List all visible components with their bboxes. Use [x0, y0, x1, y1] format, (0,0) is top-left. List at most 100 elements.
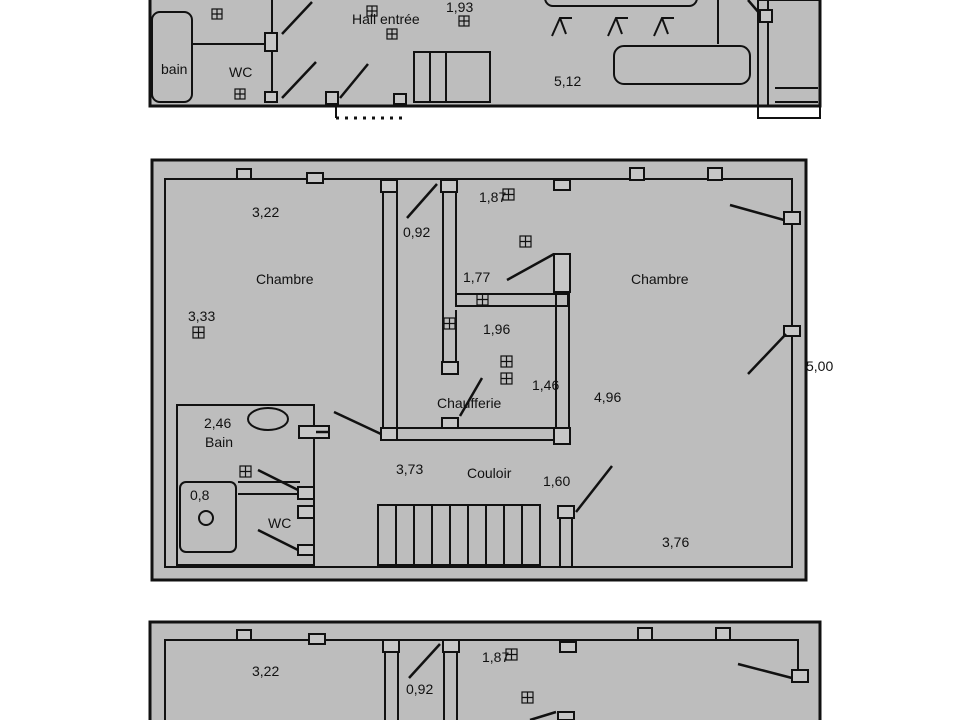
dimension-label: 1,87 [479, 189, 506, 205]
wall-post [382, 639, 400, 653]
wall-post [297, 544, 315, 556]
wall-post [553, 179, 571, 191]
door-swing [747, 0, 761, 15]
stair-landing [757, 0, 821, 119]
wall-post [325, 91, 339, 105]
socket-icon [521, 691, 534, 704]
socket-icon [443, 317, 456, 330]
wall-post [557, 711, 575, 721]
dimension-label: 1,60 [543, 473, 570, 489]
dining-table [544, 0, 698, 7]
staircase [377, 504, 541, 566]
dimension-label: 1,87 [482, 649, 509, 665]
wall-post [629, 167, 645, 181]
dimension-label: 3,73 [396, 461, 423, 477]
dimension-label: 1,77 [463, 269, 490, 285]
socket-icon [366, 5, 378, 17]
room-label-wc: WC [229, 64, 252, 80]
wall-post [380, 427, 398, 441]
room-label-wc: WC [268, 515, 291, 531]
wall-post [759, 9, 773, 23]
door-swing [408, 643, 441, 679]
dimension-label: 3,22 [252, 204, 279, 220]
wall-post [442, 639, 460, 653]
wall-post [236, 168, 252, 180]
door-swing [729, 203, 785, 222]
door-swing [339, 63, 369, 99]
wall-post [380, 179, 398, 193]
door-swing [529, 710, 557, 722]
room-label-bain: bain [161, 61, 187, 77]
dimension-label: 5,00 [806, 358, 833, 374]
middle-plan-outer-wall [150, 158, 808, 582]
wall-post [791, 669, 809, 683]
bottom-floor-plan: 3,22 0,92 1,87 [148, 620, 822, 722]
door-swing [406, 183, 438, 219]
storage-unit [413, 51, 491, 103]
wall-post [440, 179, 458, 193]
dimension-label: 0,92 [406, 681, 433, 697]
dimension-label: 1,93 [446, 0, 473, 15]
dimension-label: 4,96 [594, 389, 621, 405]
dimension-label: 0,8 [190, 487, 210, 503]
wall-post [297, 505, 315, 519]
room-label-chambre-left: Chambre [256, 271, 314, 287]
door-swing [281, 61, 317, 99]
middle-plan-background [152, 160, 806, 580]
wall-post [783, 325, 801, 337]
chair [607, 17, 628, 37]
room-label-hall: Hall entrée [352, 11, 420, 27]
wall-post [298, 425, 330, 439]
bottom-plan-inner-wall [164, 639, 799, 720]
wall-post [264, 91, 278, 103]
door-swing [458, 377, 484, 417]
socket-icon [458, 15, 470, 27]
socket-icon [502, 188, 515, 201]
socket-icon [500, 355, 513, 368]
door-swing [737, 662, 793, 680]
dimension-label: 3,22 [252, 663, 279, 679]
socket-icon [386, 28, 398, 40]
socket-icon [505, 648, 518, 661]
socket-icon [239, 465, 252, 478]
bottom-plan-outer-wall [148, 620, 822, 720]
wall-post [553, 253, 571, 293]
dimension-label: 1,96 [483, 321, 510, 337]
dimension-label: 0,92 [403, 224, 430, 240]
door-swing [257, 528, 299, 552]
dimension-label: 2,46 [204, 415, 231, 431]
door-swing [333, 410, 382, 436]
wall-post [783, 211, 801, 225]
middle-floor-plan: Chambre Chambre Chaufferie Couloir Bain … [150, 158, 833, 582]
bathroom-wall [176, 404, 315, 566]
wall-post [707, 167, 723, 181]
stair-steps [395, 505, 523, 565]
door-swing [575, 465, 613, 513]
room-label-chaufferie: Chaufferie [437, 395, 502, 411]
top-floor-plan: Hall entrée WC bain 1,93 5,12 [148, 0, 822, 120]
wall-post [393, 93, 407, 105]
wall-post [559, 641, 577, 653]
room-label-chambre-right: Chambre [631, 271, 689, 287]
dimension-label: 3,76 [662, 534, 689, 550]
wall-post [297, 486, 315, 500]
wall-post [264, 32, 278, 52]
shower-drain [198, 510, 214, 526]
room-label-bain: Bain [205, 434, 233, 450]
socket-icon [476, 293, 489, 306]
door-swing [281, 1, 313, 35]
wall-post [553, 427, 571, 445]
door-swing [506, 252, 555, 282]
bathtub [151, 11, 193, 103]
dimension-label: 3,33 [188, 308, 215, 324]
bottom-plan-background [150, 622, 820, 720]
door-swing [747, 333, 787, 375]
sofa [613, 45, 751, 85]
socket-icon [192, 326, 205, 339]
socket-icon [211, 8, 223, 20]
socket-icon [500, 372, 513, 385]
wall-post [715, 627, 731, 641]
washbasin [247, 407, 289, 431]
